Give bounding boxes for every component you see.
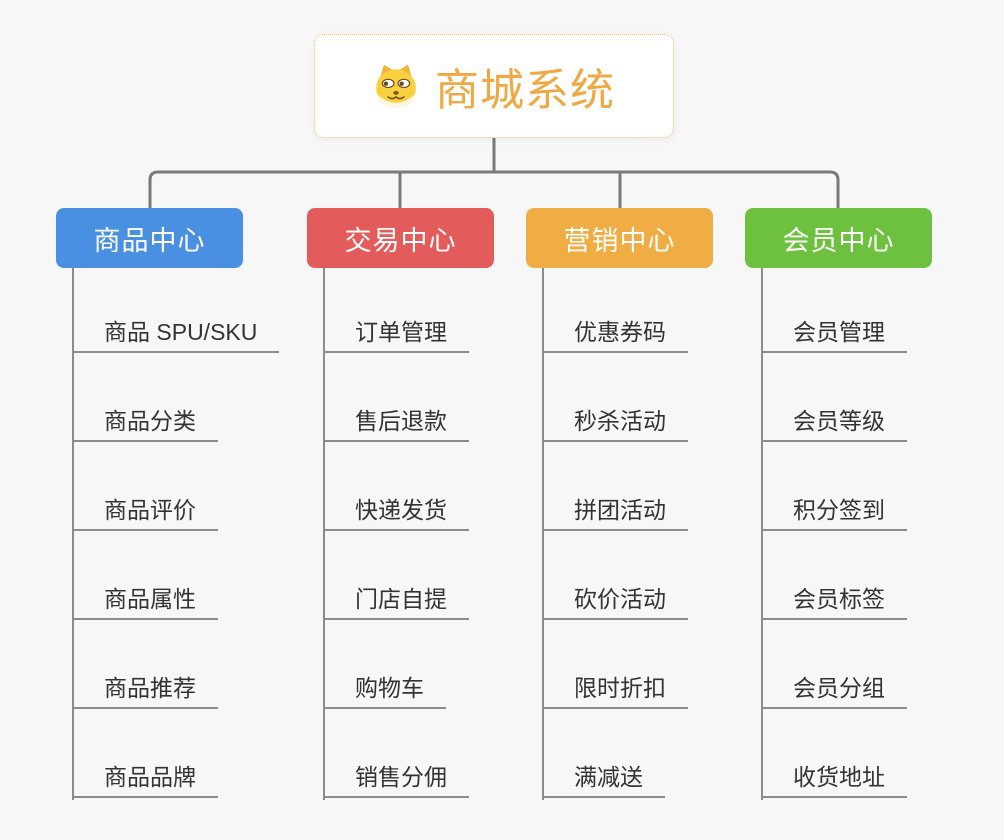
leaf-node[interactable]: 会员分组	[761, 665, 907, 709]
leaf-node[interactable]: 收货地址	[761, 754, 907, 798]
dog-face-icon	[373, 63, 419, 109]
root-title: 商城系统	[435, 66, 615, 115]
branch-product-center[interactable]: 商品中心	[56, 208, 243, 268]
branch-member-center[interactable]: 会员中心	[745, 208, 932, 268]
connector-lines	[148, 137, 840, 209]
branch-trunk	[72, 268, 74, 800]
leaf-node[interactable]: 售后退款	[323, 398, 469, 442]
branch-trunk	[323, 268, 325, 800]
leaf-node[interactable]: 销售分佣	[323, 754, 469, 798]
leaf-node[interactable]: 会员等级	[761, 398, 907, 442]
branch-label: 交易中心	[344, 225, 457, 256]
leaf-node[interactable]: 商品属性	[72, 576, 218, 620]
leaf-node[interactable]: 优惠券码	[542, 309, 688, 353]
branch-marketing-center[interactable]: 营销中心	[526, 208, 713, 268]
branch-label: 会员中心	[782, 225, 895, 256]
leaf-node[interactable]: 商品推荐	[72, 665, 218, 709]
leaf-node[interactable]: 砍价活动	[542, 576, 688, 620]
leaf-node[interactable]: 秒杀活动	[542, 398, 688, 442]
leaf-node[interactable]: 门店自提	[323, 576, 469, 620]
branch-trunk	[542, 268, 544, 800]
leaf-node[interactable]: 限时折扣	[542, 665, 688, 709]
branch-label: 营销中心	[563, 225, 676, 256]
root-node[interactable]: 商城系统	[314, 34, 674, 138]
leaf-node[interactable]: 订单管理	[323, 309, 469, 353]
leaf-node[interactable]: 积分签到	[761, 487, 907, 531]
leaf-node[interactable]: 拼团活动	[542, 487, 688, 531]
leaf-node[interactable]: 购物车	[323, 665, 446, 709]
leaf-node[interactable]: 商品品牌	[72, 754, 218, 798]
branch-trade-center[interactable]: 交易中心	[307, 208, 494, 268]
leaf-node[interactable]: 会员管理	[761, 309, 907, 353]
leaf-node[interactable]: 商品评价	[72, 487, 218, 531]
leaf-node[interactable]: 商品 SPU/SKU	[72, 309, 280, 353]
bus-line	[148, 170, 840, 209]
leaf-node[interactable]: 会员标签	[761, 576, 907, 620]
branch-label: 商品中心	[93, 225, 206, 256]
leaf-node[interactable]: 满减送	[542, 754, 665, 798]
leaf-node[interactable]: 快递发货	[323, 487, 469, 531]
branch-trunk	[761, 268, 763, 800]
leaf-node[interactable]: 商品分类	[72, 398, 218, 442]
